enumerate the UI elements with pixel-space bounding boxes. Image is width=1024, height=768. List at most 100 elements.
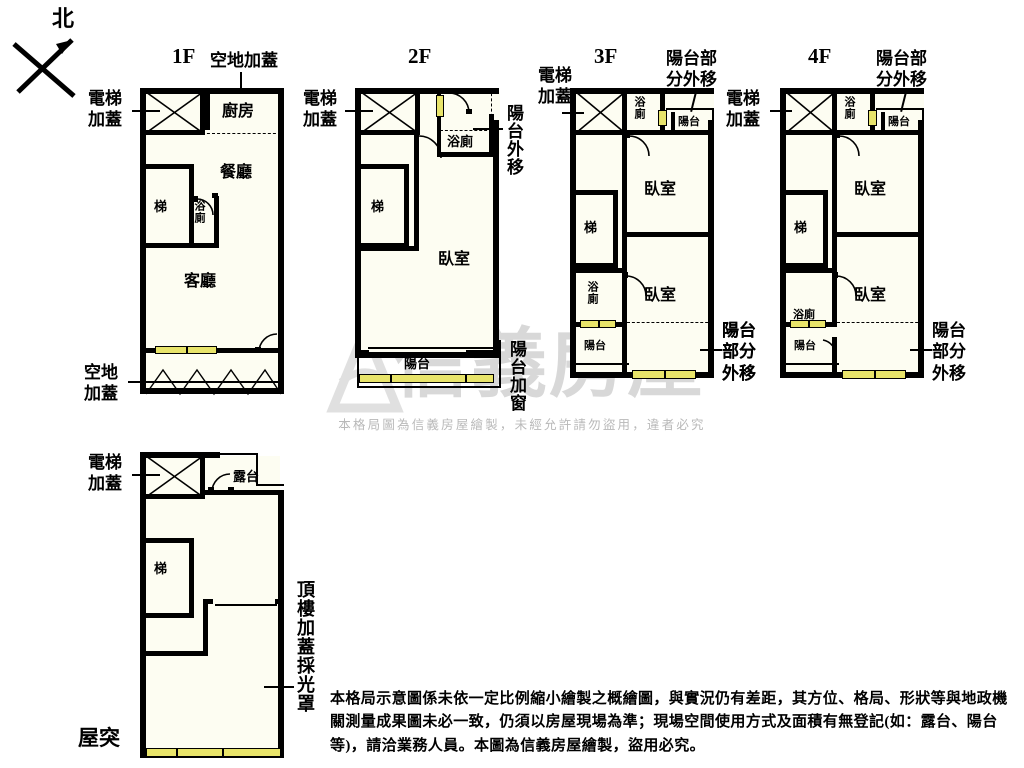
3f-dashed-divider: [627, 322, 713, 323]
3f-balcony-top-wall-l: [671, 112, 675, 134]
3f-room-bath-bottom: 浴廁: [586, 281, 598, 305]
3f-room-balcony-top: 陽台: [678, 116, 700, 128]
watermark-notice: 本格局圖為信義房屋繪製，未經允許請勿盜用，違者必究: [338, 417, 706, 432]
3f-leader-balcony-bottom: [700, 349, 722, 351]
2f-annot-balcony-moved: 陽台外移: [504, 104, 523, 176]
rf-wall-top: [140, 452, 220, 458]
2f-balcony-window-mullion-2: [465, 374, 467, 383]
1f-dashed-cover-line: [146, 133, 281, 134]
4f-room-bedroom-top: 臥室: [854, 181, 887, 198]
floor-title-3f: 3F: [594, 44, 618, 68]
4f-balcony-top-window: [868, 110, 877, 126]
2f-balcony-outline-left: [357, 352, 359, 388]
rf-terrace-wall-b: [205, 490, 284, 495]
4f-partition-mid: [832, 232, 924, 237]
4f-wall-right: [918, 120, 924, 378]
4f-annot-elevator-cover: 電梯加蓋: [726, 89, 760, 130]
1f-kitchen-wall: [205, 88, 210, 130]
floor-title-4f: 4F: [808, 44, 832, 68]
2f-wall-bottom: [355, 352, 499, 358]
3f-bath-top-wall-bottom: [627, 130, 665, 135]
2f-room-balcony: 陽台: [404, 356, 431, 371]
2f-bath-dash-bottom: [440, 130, 492, 131]
rf-partition-horizontal: [146, 651, 208, 656]
2f-partition-vertical: [414, 135, 419, 251]
2f-balcony-outline-bottom: [357, 386, 501, 388]
1f-stair-box-right: [189, 164, 194, 248]
4f-bath-bottom-right: [832, 273, 837, 325]
1f-room-bath: 浴廁: [193, 200, 205, 224]
2f-partition-horizontal: [355, 246, 419, 251]
3f-room-stairs: 梯: [584, 220, 598, 235]
4f-annot-balcony-part-left: 陽台部分外移: [722, 321, 756, 383]
2f-annot-balcony-window: 陽台加窗: [507, 340, 526, 412]
1f-room-stairs: 梯: [154, 199, 168, 214]
rf-annot-rooftop-cover: 頂樓加蓋採光罩: [295, 580, 315, 713]
2f-bath-dash-top: [440, 88, 492, 89]
3f-stair-box-top: [576, 190, 618, 195]
rf-stair-box-bottom: [146, 613, 194, 618]
4f-annot-balcony-part-right: 陽台部分外移: [932, 321, 966, 383]
rf-skylight-window: [146, 748, 281, 757]
2f-balcony-outline-right: [499, 340, 501, 388]
1f-leader-vacant-top: [240, 72, 242, 92]
rf-wall-right: [278, 492, 284, 758]
3f-leader-elevator: [562, 112, 584, 114]
3f-partition-mid: [622, 232, 714, 237]
4f-bath-top-wall-bottom: [837, 130, 875, 135]
rf-opening-stub-right: [275, 599, 284, 604]
3f-wall-left: [570, 88, 576, 378]
2f-balcony-inner-top: [368, 347, 498, 349]
2f-leader-elevator: [345, 110, 373, 112]
3f-balcony-bottom-outline-b: [571, 363, 629, 365]
3f-room-bedroom-bottom: 臥室: [644, 287, 677, 304]
rf-stair-box-right: [189, 538, 194, 618]
3f-balcony-bottom-wall-r: [622, 327, 627, 372]
rf-stair-box-top: [146, 538, 194, 543]
1f-room-living: 客廳: [184, 273, 217, 290]
1f-wall-right: [278, 88, 284, 394]
4f-stair-box-right: [823, 190, 828, 268]
3f-room-balcony-bottom: 陽台: [584, 340, 606, 352]
3f-balcony-top-window: [658, 110, 667, 126]
2f-balcony-rail-left: [355, 350, 369, 355]
4f-dashed-divider: [837, 322, 923, 323]
4f-balcony-top-outline-t: [876, 108, 924, 110]
2f-wall-left: [355, 88, 361, 358]
compass-label-north: 北: [52, 6, 75, 31]
rf-title-penthouse: 屋突: [78, 726, 120, 750]
1f-wall-bottom: [140, 388, 284, 394]
4f-elevator-shaft-right: [832, 88, 837, 134]
4f-balcony-top-outline-r: [922, 108, 924, 136]
3f-annot-elevator-cover: 電梯加蓋: [538, 66, 572, 106]
4f-leader-elevator: [770, 110, 792, 112]
rf-elevator-shaft-bottom: [140, 494, 205, 499]
3f-bath-window-mullion: [598, 320, 600, 328]
4f-room-stairs: 梯: [794, 220, 808, 235]
4f-balcony-top-wall-l: [881, 112, 885, 134]
3f-wall-right: [708, 120, 714, 378]
1f-bath-wall-bottom: [189, 243, 219, 248]
rf-leader-elevator: [132, 474, 160, 476]
3f-wall-top: [570, 88, 714, 94]
2f-balcony-window: [359, 374, 494, 383]
1f-stair-box-top: [146, 164, 194, 169]
3f-bottom-window-mullion: [664, 370, 666, 379]
2f-bath-wall-right: [489, 114, 494, 156]
1f-wall-top: [140, 88, 284, 94]
4f-partition-left-bottom: [780, 268, 837, 273]
2f-elevator-shaft-bottom: [355, 130, 420, 135]
4f-balcony-bottom-wall-r: [832, 337, 837, 372]
4f-room-bedroom-bottom: 臥室: [854, 287, 887, 304]
4f-room-bath-top: 浴廁: [843, 96, 855, 120]
1f-annot-vacant-cover-top: 空地加蓋: [210, 51, 278, 70]
rf-skylight-mullion-1: [176, 748, 178, 757]
3f-annot-balcony-part-bottom: 陽台部分外移: [722, 321, 756, 383]
3f-elevator-shaft-bottom: [570, 130, 627, 135]
2f-elevator-shaft-right: [415, 88, 420, 134]
3f-bath-bottom-right: [622, 273, 627, 325]
1f-annot-elevator-cover: 電梯加蓋: [88, 89, 122, 130]
4f-balcony-top-wall-b: [870, 130, 924, 135]
4f-stair-box-bottom: [786, 263, 828, 268]
4f-wall-left: [780, 88, 786, 378]
